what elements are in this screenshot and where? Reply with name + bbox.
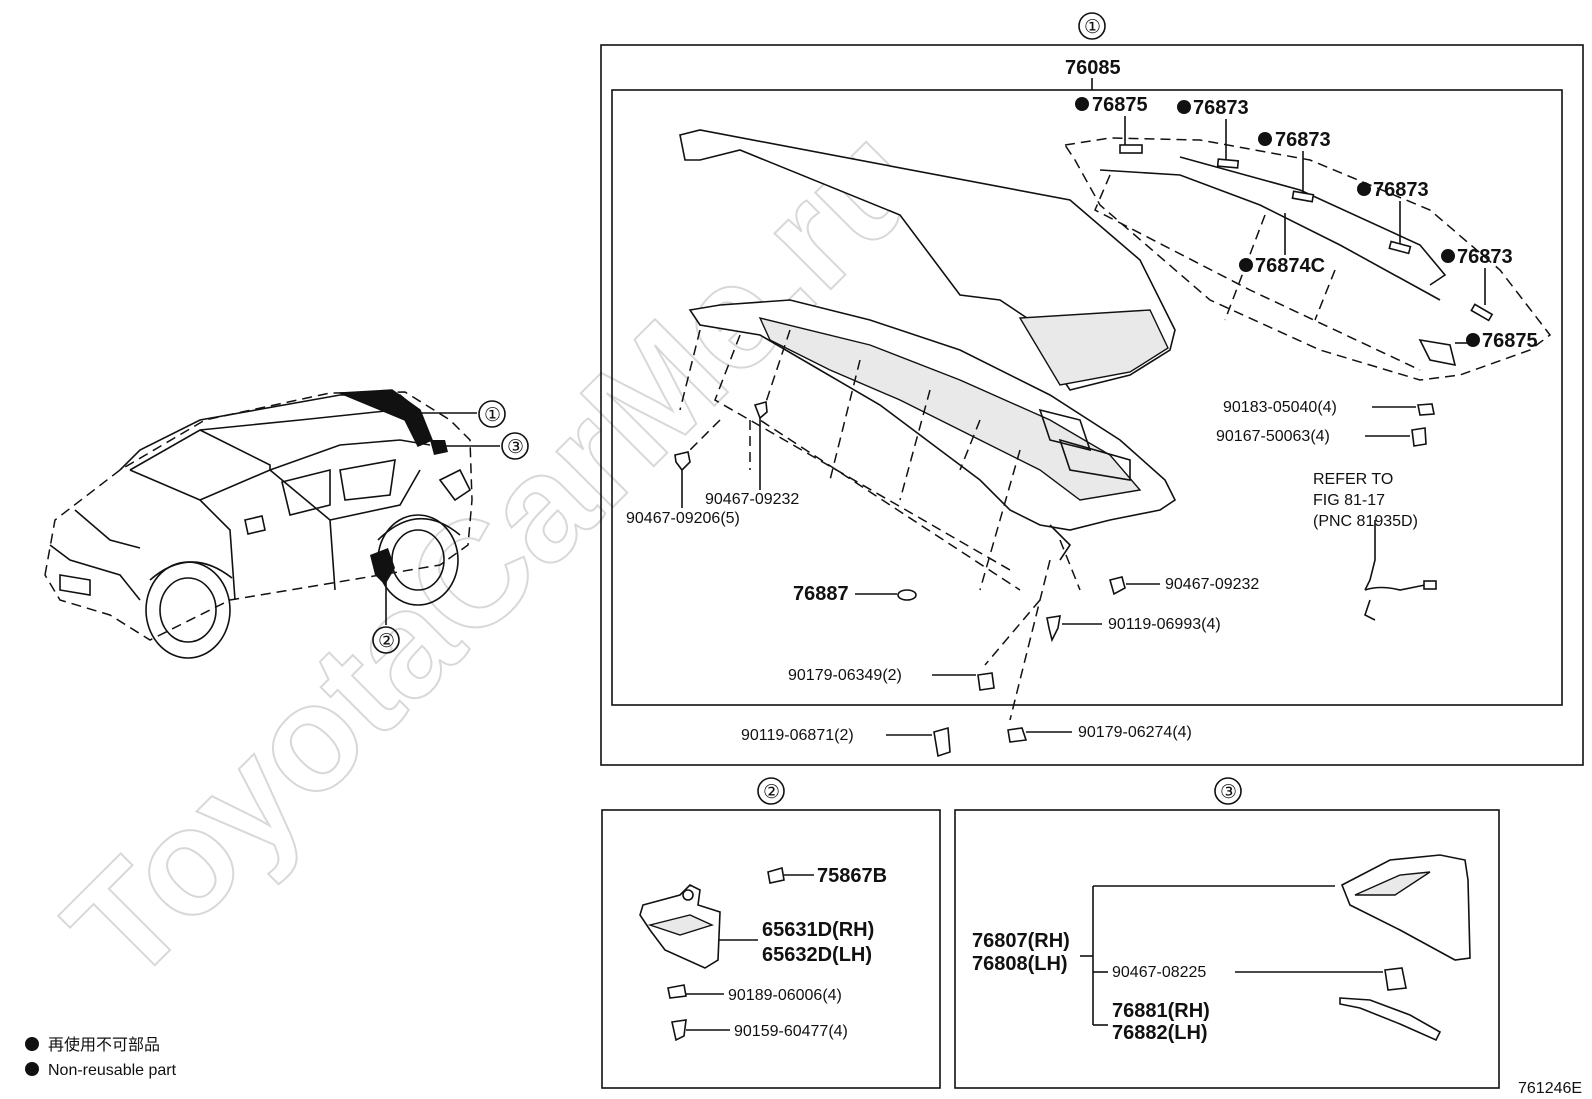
vehicle-illustration <box>44 389 500 659</box>
legend-en: Non-reusable part <box>48 1062 177 1079</box>
watermark: ToyotaCarMe.ru <box>34 94 952 1012</box>
panel-3: ③ 76807(RH) 76808(LH) 90467-08225 76881(… <box>954 777 1500 1089</box>
clip-76875-upper <box>1119 144 1143 154</box>
svg-text:③: ③ <box>507 437 524 458</box>
part-75867b: 75867B <box>817 865 887 887</box>
panel-2-callout: ② <box>763 782 780 803</box>
part-76873-a: 76873 <box>1193 97 1249 119</box>
part-76875-lower: 76875 <box>1482 330 1538 352</box>
part-76085: 76085 <box>1065 57 1121 79</box>
part-76887: 76887 <box>793 583 849 605</box>
legend: 再使用不可部品 Non-reusable part <box>25 1036 177 1079</box>
refer-line-1: REFER TO <box>1313 471 1393 488</box>
part-76875-upper: 76875 <box>1092 94 1148 116</box>
part-76873-b: 76873 <box>1275 129 1331 151</box>
part-90119-06871: 90119-06871(2) <box>741 727 854 744</box>
vehicle-callout-1: ① <box>478 400 506 428</box>
part-90167-50063: 90167-50063(4) <box>1216 428 1330 445</box>
panel-2: ② 75867B 65631D(RH) 65632D(LH) 90189-060… <box>601 777 941 1089</box>
legend-jp: 再使用不可部品 <box>48 1036 160 1054</box>
svg-text:①: ① <box>484 405 501 426</box>
vehicle-callout-2: ② <box>372 626 400 654</box>
part-76881: 76881(RH) <box>1112 1000 1210 1022</box>
part-90179-06274: 90179-06274(4) <box>1078 724 1192 741</box>
part-76882: 76882(LH) <box>1112 1022 1208 1044</box>
refer-line-3: (PNC 81935D) <box>1313 513 1418 530</box>
part-76807: 76807(RH) <box>972 930 1070 952</box>
part-76873-c: 76873 <box>1373 179 1429 201</box>
part-65632d: 65632D(LH) <box>762 944 872 966</box>
panel-3-callout: ③ <box>1220 782 1237 803</box>
panel-1: ① 76085 <box>600 12 1584 766</box>
part-76873-d: 76873 <box>1457 246 1513 268</box>
part-90467-09232-b: 90467-09232 <box>1165 576 1259 593</box>
part-90159-60477: 90159-60477(4) <box>734 1023 848 1040</box>
panel-1-callout: ① <box>1084 17 1101 38</box>
svg-text:②: ② <box>378 631 395 652</box>
part-90183-05040: 90183-05040(4) <box>1223 399 1337 416</box>
figure-code: 761246E <box>1518 1080 1582 1097</box>
part-76808: 76808(LH) <box>972 953 1068 975</box>
part-90119-06993: 90119-06993(4) <box>1108 616 1221 633</box>
part-76874c: 76874C <box>1255 255 1325 277</box>
part-90467-08225: 90467-08225 <box>1112 964 1206 981</box>
refer-line-2: FIG 81-17 <box>1313 492 1385 509</box>
part-90179-06349: 90179-06349(2) <box>788 667 902 684</box>
part-90189-06006: 90189-06006(4) <box>728 987 842 1004</box>
part-90467-09232-a: 90467-09232 <box>705 491 799 508</box>
vehicle-callout-3: ③ <box>501 432 529 460</box>
part-90467-09206: 90467-09206(5) <box>626 510 740 527</box>
part-65631d: 65631D(RH) <box>762 919 874 941</box>
